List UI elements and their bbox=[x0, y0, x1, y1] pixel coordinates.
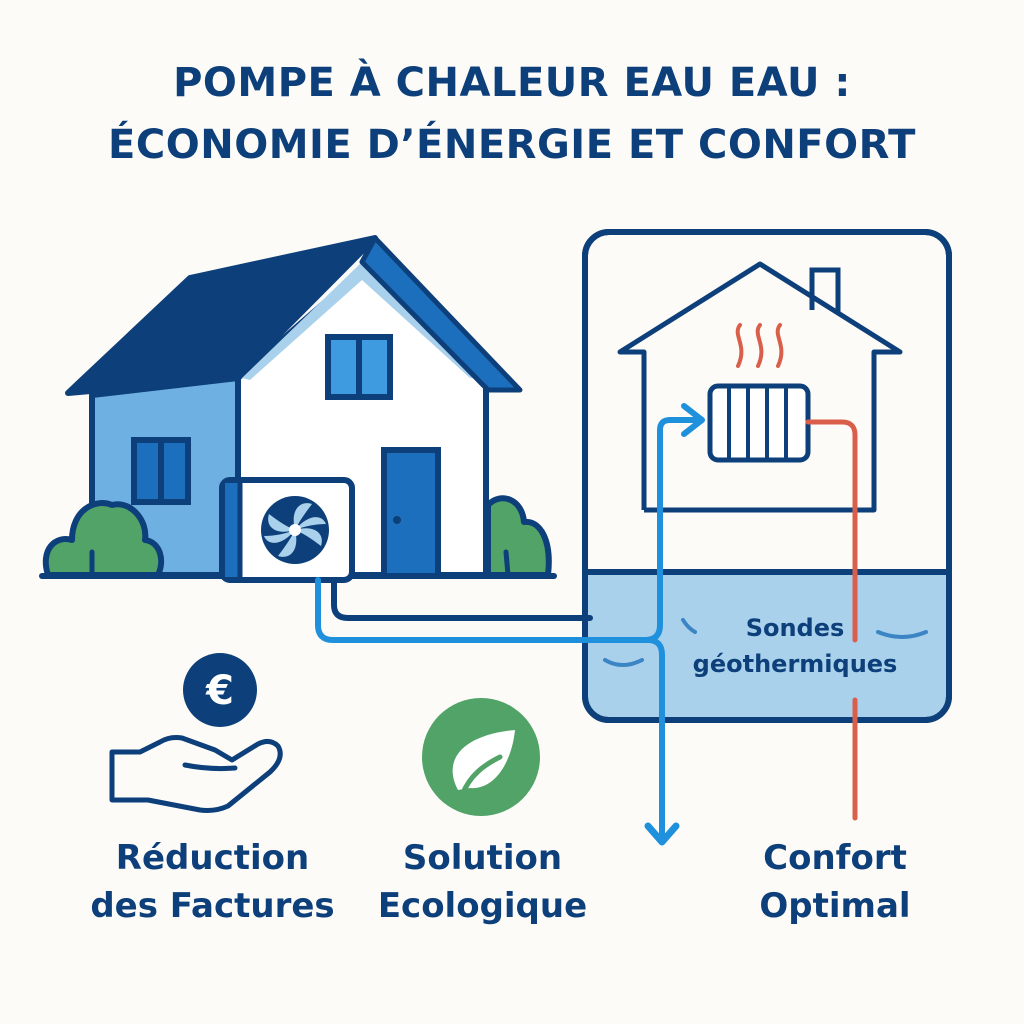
hand-euro-icon: € bbox=[109, 653, 283, 813]
title-line-1: POMPE À CHALEUR EAU EAU : bbox=[173, 60, 851, 106]
benefit-cost-reduction: Réduction des Factures bbox=[70, 834, 355, 930]
heat-pump-unit bbox=[219, 477, 355, 583]
ground-label-line-1: Sondes bbox=[745, 614, 845, 642]
benefit-line-2: Optimal bbox=[759, 886, 911, 926]
ground-probes-label: Sondes géothermiques bbox=[660, 610, 930, 682]
svg-text:€: € bbox=[205, 668, 234, 714]
house-illustration bbox=[39, 235, 557, 583]
benefit-line-1: Confort bbox=[763, 838, 907, 878]
benefit-ecological: Solution Ecologique bbox=[365, 834, 600, 930]
front-door bbox=[381, 447, 441, 579]
arrow-down-icon bbox=[644, 822, 680, 846]
bush-left bbox=[42, 500, 165, 578]
benefit-line-2: Ecologique bbox=[377, 886, 588, 926]
heat-waves-icon bbox=[735, 323, 784, 368]
leaf-icon bbox=[422, 698, 540, 816]
house-outline-icon bbox=[617, 261, 903, 513]
benefit-line-1: Solution bbox=[402, 838, 563, 878]
benefit-comfort: Confort Optimal bbox=[730, 834, 940, 930]
title-line-2: ÉCONOMIE D’ÉNERGIE ET CONFORT bbox=[108, 122, 916, 168]
fan-icon bbox=[264, 503, 326, 557]
upper-window bbox=[325, 334, 393, 400]
benefit-line-2: des Factures bbox=[90, 886, 335, 926]
page-title: POMPE À CHALEUR EAU EAU : ÉCONOMIE D’ÉNE… bbox=[0, 52, 1024, 176]
radiator-icon bbox=[707, 383, 811, 463]
bush-right bbox=[485, 495, 552, 578]
side-window bbox=[131, 437, 191, 505]
benefit-line-1: Réduction bbox=[115, 838, 310, 878]
pipes bbox=[315, 403, 858, 846]
ground-label-line-2: géothermiques bbox=[692, 650, 898, 678]
arrow-right-icon bbox=[681, 403, 705, 437]
